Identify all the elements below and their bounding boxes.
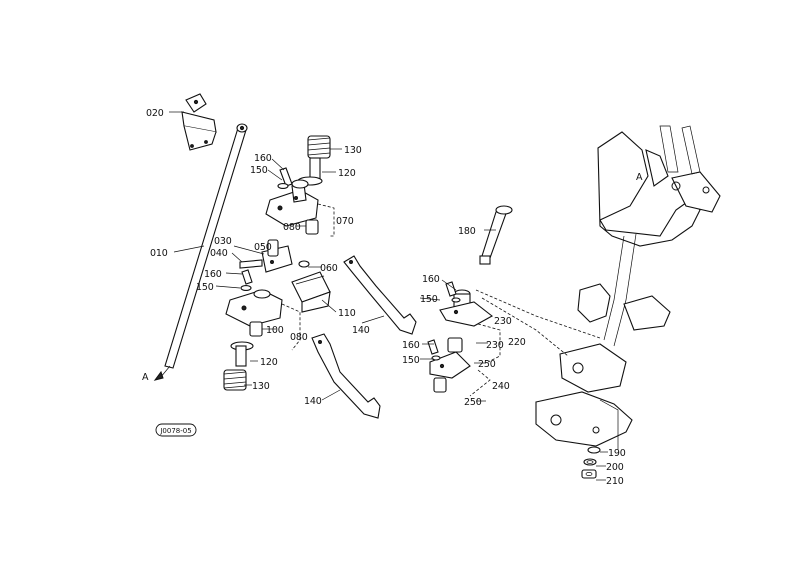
spring-130-lower xyxy=(223,369,247,391)
callout-010: 010 xyxy=(150,248,168,259)
callout-160-center-lower: 160 xyxy=(402,340,420,351)
callout-190: 190 xyxy=(608,448,626,459)
callout-150-mid: 150 xyxy=(196,282,214,293)
arm-assembly-070 xyxy=(265,179,335,237)
callout-020: 020 xyxy=(146,108,164,119)
callout-140-upper: 140 xyxy=(352,325,370,336)
arrow-label-a-left: A xyxy=(142,372,149,383)
bracket-020 xyxy=(181,93,217,151)
bolt-160-center-lower xyxy=(427,339,441,361)
callout-210: 210 xyxy=(606,476,624,487)
pin-120-lower xyxy=(230,341,254,367)
callout-050: 050 xyxy=(254,242,272,253)
link-assembly-030 xyxy=(239,239,310,273)
callout-110: 110 xyxy=(338,308,356,319)
rod-010 xyxy=(153,123,248,381)
rod-140-lower xyxy=(311,333,381,419)
bolt-160-lower-left xyxy=(240,269,253,291)
callout-130-upper: 130 xyxy=(344,145,362,156)
callout-240: 240 xyxy=(492,381,510,392)
arrow-label-a-right: A xyxy=(636,172,643,183)
spring-130-upper xyxy=(307,135,331,159)
callout-080-upper: 080 xyxy=(283,222,301,233)
frame-column xyxy=(475,125,721,450)
bolt-160-center-upper xyxy=(445,281,461,303)
callout-040: 040 xyxy=(210,248,228,259)
leader-lines xyxy=(169,111,608,481)
rod-140-upper xyxy=(343,255,417,335)
callout-150-center-lower: 150 xyxy=(402,355,420,366)
callout-230-upper: 230 xyxy=(494,316,512,327)
callout-160-center-upper: 160 xyxy=(422,274,440,285)
callout-140-lower: 140 xyxy=(304,396,322,407)
block-110 xyxy=(291,271,331,313)
callout-120-lower: 120 xyxy=(260,357,278,368)
diagram-id: J0078-05 xyxy=(159,427,191,435)
callout-150-center-upper: 150 xyxy=(420,294,438,305)
callout-100: 100 xyxy=(266,325,284,336)
callout-160-mid: 160 xyxy=(204,269,222,280)
callout-160-upper: 160 xyxy=(254,153,272,164)
callout-220: 220 xyxy=(508,337,526,348)
callout-070: 070 xyxy=(336,216,354,227)
callout-230-lower: 230 xyxy=(486,340,504,351)
spring-washer-200 xyxy=(583,458,597,466)
callout-060: 060 xyxy=(320,263,338,274)
callout-030: 030 xyxy=(214,236,232,247)
callout-labels: 020 010 130 120 160 150 070 080 030 050 … xyxy=(142,108,643,487)
callout-150-upper: 150 xyxy=(250,165,268,176)
arm-assembly-100 xyxy=(225,289,301,351)
callout-200: 200 xyxy=(606,462,624,473)
callout-120-upper: 120 xyxy=(338,168,356,179)
callout-250-upper: 250 xyxy=(478,359,496,370)
bolt-180 xyxy=(479,205,513,265)
callout-250-lower: 250 xyxy=(464,397,482,408)
bolt-160-upper xyxy=(277,167,293,189)
diagram-id-badge: J0078-05 xyxy=(155,423,197,437)
callout-080-lower: 080 xyxy=(290,332,308,343)
callout-130-lower: 130 xyxy=(252,381,270,392)
callout-180: 180 xyxy=(458,226,476,237)
nut-210 xyxy=(581,469,597,479)
washer-190 xyxy=(587,446,601,454)
arm-assembly-220 xyxy=(429,289,501,397)
